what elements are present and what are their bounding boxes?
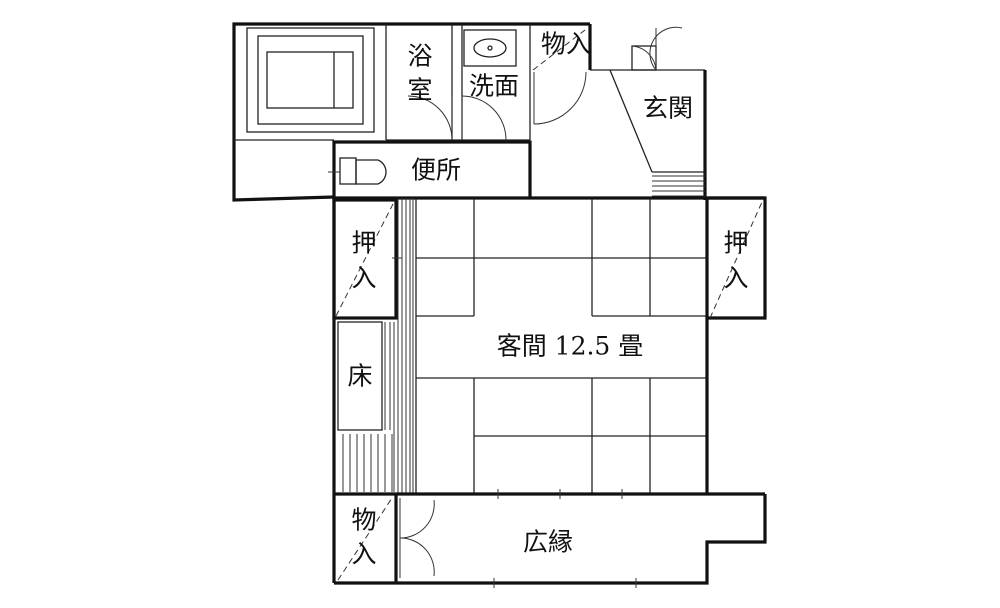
entrance-area — [609, 26, 707, 200]
bathroom-block — [232, 22, 705, 202]
sink — [463, 29, 517, 67]
veranda — [334, 257, 767, 588]
alcove — [337, 321, 395, 492]
label-closet-left-1: 押 — [351, 229, 376, 258]
bath-door-swing — [407, 95, 453, 141]
label-washroom: 洗面 — [469, 72, 519, 101]
bathtub — [246, 27, 375, 133]
label-bath-2: 室 — [407, 76, 432, 105]
closet-left — [332, 198, 398, 320]
label-closet-right-1: 押 — [723, 229, 748, 258]
storage-bottom-door — [399, 499, 435, 539]
label-closet-left-2: 入 — [351, 264, 376, 293]
label-veranda: 広縁 — [523, 528, 573, 557]
label-guest-room: 客間 12.5 畳 — [497, 332, 644, 361]
guest-room — [332, 196, 765, 583]
label-closet-right-2: 入 — [723, 264, 748, 293]
label-bath-1: 浴 — [407, 42, 432, 71]
toilet-room — [328, 140, 532, 200]
wash-door-swing — [461, 95, 507, 141]
closet-right — [707, 196, 767, 320]
toilet-bowl — [355, 159, 387, 185]
label-entrance: 玄関 — [643, 94, 693, 123]
label-storage-top: 物入 — [541, 30, 591, 59]
storage-door-swing — [533, 71, 587, 125]
label-toilet: 便所 — [411, 156, 461, 185]
label-alcove: 床 — [347, 362, 372, 391]
label-storage-bottom-2: 入 — [351, 540, 376, 569]
label-storage-bottom-1: 物 — [351, 506, 376, 535]
entrance-door-swing — [649, 26, 683, 71]
storage-top — [532, 29, 587, 125]
